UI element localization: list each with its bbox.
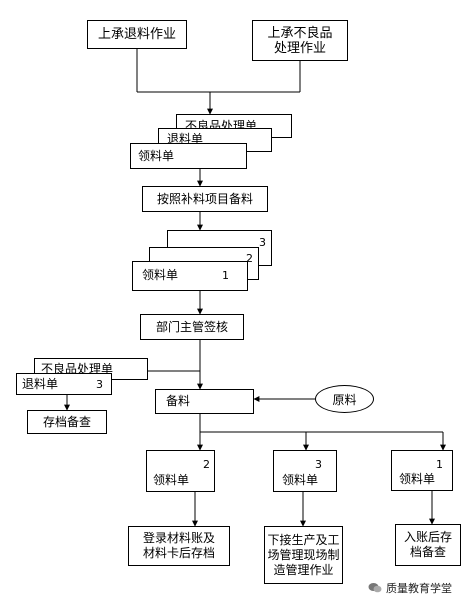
accounting-line1: 入账后存: [403, 530, 452, 544]
accounting-box: 入账后存 档备查: [395, 524, 461, 566]
defect-work-box: 上承不良品 处理作业: [252, 20, 348, 61]
copy1-number: 1: [436, 458, 443, 471]
copy-number-3: 3: [259, 236, 266, 249]
production-line2: 场管理现场制: [267, 547, 340, 562]
manager-review-box: 部门主管签核: [140, 314, 244, 340]
copy2-number: 2: [203, 458, 210, 471]
copy1-label: 领料单: [399, 472, 436, 486]
side-defect-form-label: 不良品处理单: [41, 362, 114, 376]
ledger-box: 登录材料账及 材料卡后存档: [128, 526, 230, 566]
ledger-line2: 材料卡后存档: [142, 546, 215, 560]
chat-bubble-icon: [368, 583, 382, 593]
accounting-line2: 档备查: [409, 545, 446, 559]
retreat-work-box: 上承退料作业: [87, 20, 187, 49]
side-copy-number: 3: [96, 378, 103, 391]
prepare-materials-label: 按照补料项目备料: [156, 191, 253, 206]
return-form-label: 退料单: [167, 132, 204, 146]
raw-material-label: 原料: [332, 392, 357, 407]
materials-label: 备料: [166, 394, 191, 408]
raw-material-node: 原料: [315, 385, 374, 413]
production-box: 下接生产及工 场管理现场制 造管理作业: [264, 526, 343, 584]
production-line1: 下接生产及工: [267, 532, 340, 547]
archive-check-label: 存档备查: [42, 414, 91, 429]
copy1-box: 1 领料单: [391, 450, 453, 491]
requisition-copy1-label: 领料单: [142, 268, 179, 282]
production-line3: 造管理作业: [273, 562, 334, 577]
side-defect-form-sheet: 不良品处理单: [34, 358, 148, 380]
side-return-form-label: 退料单: [22, 377, 59, 391]
copy3-number: 3: [315, 458, 322, 471]
copy3-box: 3 领料单: [273, 450, 337, 492]
copy3-label: 领料单: [282, 473, 319, 487]
retreat-work-label: 上承退料作业: [97, 27, 176, 42]
watermark: 质量教育学堂: [368, 580, 452, 596]
defect-work-line1: 上承不良品: [267, 25, 333, 41]
copy2-box: 2 领料单: [146, 450, 215, 492]
prepare-materials-box: 按照补料项目备料: [142, 186, 268, 212]
requisition-form-sheet: 领料单: [130, 143, 247, 169]
materials-box: 备料: [155, 389, 254, 414]
copy-number-1: 1: [222, 269, 229, 282]
defect-work-line2: 处理作业: [273, 40, 326, 56]
copy2-label: 领料单: [153, 473, 190, 487]
copy-number-2: 2: [246, 252, 253, 265]
ledger-line1: 登录材料账及: [142, 531, 215, 545]
requisition-form-label: 领料单: [138, 149, 175, 163]
requisition-copy1-sheet: 领料单 1: [132, 261, 248, 291]
manager-review-label: 部门主管签核: [155, 319, 228, 334]
archive-check-box: 存档备查: [27, 410, 107, 434]
side-return-form-sheet: 退料单 3: [16, 373, 112, 395]
watermark-label: 质量教育学堂: [386, 582, 452, 595]
